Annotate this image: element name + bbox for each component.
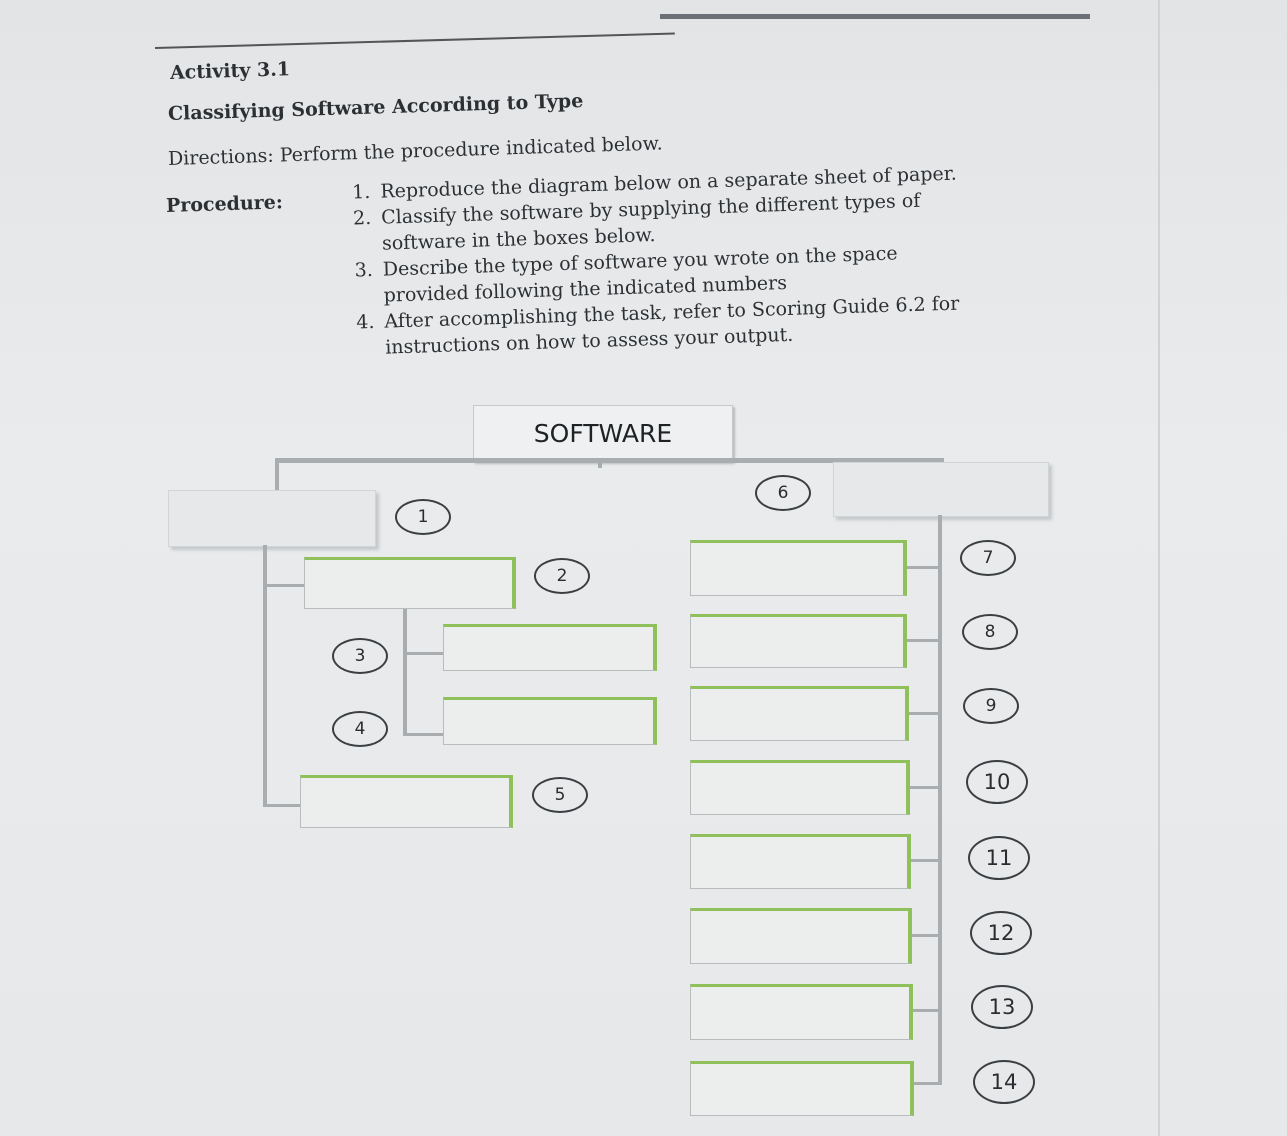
connector: [907, 566, 940, 569]
answer-box-11[interactable]: [690, 834, 911, 889]
page-edge-line: [660, 14, 1090, 19]
number-label-4: 4: [332, 711, 388, 747]
answer-box-2[interactable]: [304, 557, 516, 609]
number-label-14: 14: [973, 1060, 1035, 1104]
page-edge: [1158, 0, 1160, 1136]
software-root-box: SOFTWARE: [473, 405, 733, 462]
number-label-10: 10: [966, 760, 1028, 804]
category-box-right[interactable]: [833, 462, 1049, 517]
connector: [263, 545, 267, 807]
connector: [403, 733, 443, 736]
number-label-6: 6: [755, 475, 811, 511]
connector: [914, 1082, 942, 1085]
connector: [403, 609, 407, 736]
connector: [910, 786, 940, 789]
number-label-5: 5: [532, 777, 588, 813]
activity-title: Classifying Software According to Type: [167, 89, 584, 125]
connector: [263, 804, 303, 807]
number-label-3: 3: [332, 638, 388, 674]
answer-box-7[interactable]: [690, 540, 907, 596]
answer-box-5[interactable]: [300, 775, 513, 828]
connector: [938, 515, 942, 1085]
answer-box-12[interactable]: [690, 908, 912, 964]
number-label-9: 9: [963, 688, 1019, 724]
header-rule: [154, 32, 675, 49]
number-label-8: 8: [962, 614, 1018, 650]
connector: [913, 1009, 940, 1012]
answer-box-14[interactable]: [690, 1061, 914, 1116]
answer-box-8[interactable]: [690, 614, 907, 668]
connector: [598, 460, 602, 468]
connector: [912, 934, 940, 937]
number-label-1: 1: [395, 499, 451, 535]
answer-box-13[interactable]: [690, 984, 913, 1040]
connector: [263, 584, 305, 587]
connector: [911, 859, 940, 862]
connector-horizontal: [275, 458, 943, 463]
directions: Directions: Perform the procedure indica…: [168, 132, 663, 170]
connector: [909, 712, 940, 715]
answer-box-10[interactable]: [690, 760, 910, 815]
connector: [275, 458, 279, 492]
procedure-steps: Reproduce the diagram below on a separat…: [338, 161, 963, 362]
number-label-13: 13: [971, 985, 1033, 1029]
activity-number: Activity 3.1: [169, 58, 291, 84]
directions-text: Directions: Perform the procedure indica…: [167, 132, 663, 170]
number-label-11: 11: [968, 836, 1030, 880]
answer-box-9[interactable]: [690, 686, 909, 741]
number-label-7: 7: [960, 540, 1016, 576]
number-label-2: 2: [534, 558, 590, 594]
category-box-left[interactable]: [168, 490, 376, 547]
procedure-label: Procedure:: [165, 191, 284, 217]
connector: [907, 639, 940, 642]
answer-box-4[interactable]: [443, 697, 657, 745]
number-label-12: 12: [970, 911, 1032, 955]
answer-box-3[interactable]: [443, 624, 657, 671]
connector: [403, 652, 443, 655]
